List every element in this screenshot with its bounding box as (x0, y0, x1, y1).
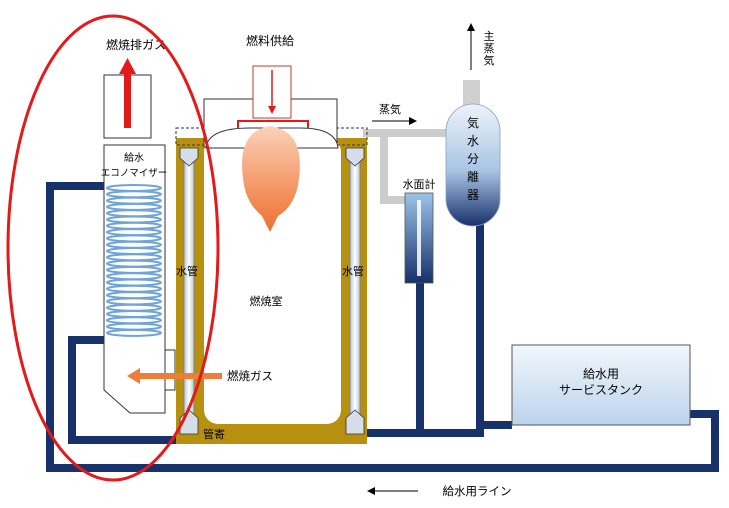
gas-inlet-duct (164, 349, 176, 391)
water-tube-right (349, 159, 361, 419)
feed-line-outer (46, 182, 719, 472)
svg-text:主蒸気: 主蒸気 (484, 30, 495, 67)
water-tube-right-label: 水管 (342, 264, 364, 278)
fuel-supply-label: 燃料供給 (246, 33, 294, 48)
exhaust-arrow (119, 58, 136, 128)
economizer-highlight-ellipse (6, 14, 220, 482)
header-label: 管寄 (203, 427, 225, 441)
separator-label-char: 水 (467, 134, 479, 148)
tank-label-line2: サービスタンク (559, 383, 643, 397)
tube-cap-right-top (345, 147, 365, 167)
separator-label-char: 離 (467, 170, 479, 184)
main-steam-label-char: 主 (484, 30, 495, 43)
steam-label: 蒸気 (379, 102, 401, 116)
main-steam-label: 主蒸気 (484, 30, 495, 67)
economizer-label-top: 給水 (124, 151, 144, 164)
combustion-gas-label: 燃焼ガス (227, 369, 273, 383)
steam-piping (363, 80, 480, 204)
main-steam-label-char: 蒸 (484, 42, 495, 55)
combustion-chamber-label: 燃焼室 (250, 294, 283, 308)
feed-line-label: 給水用ライン (443, 484, 512, 498)
water-level-gauge: 水面計 (403, 177, 436, 284)
water-gauge-label: 水面計 (403, 177, 436, 191)
separator-neck (463, 80, 480, 108)
feed-line-downcomer (366, 210, 484, 437)
combustion-gas-arrow (127, 368, 222, 384)
flame (242, 126, 300, 232)
header-right (345, 409, 365, 435)
water-tube-left (183, 159, 195, 419)
exhaust-gas-label: 燃焼排ガス (106, 37, 166, 52)
economizer: 給水 エコノマイザー (101, 74, 176, 414)
main-steam-label-char: 気 (484, 53, 495, 67)
economizer-label-bottom: エコノマイザー (101, 168, 168, 179)
separator-label-char: 気 (467, 115, 479, 130)
coil-loop (106, 328, 162, 337)
combustion-chamber-box (204, 138, 341, 424)
separator-label-char: 分 (467, 152, 479, 166)
water-tube-left-label: 水管 (176, 264, 198, 278)
boiler-body: 燃料供給 水管 水管 燃焼室 管寄 (175, 33, 368, 444)
feed-water-piping (46, 182, 719, 472)
burner-nozzle (237, 120, 309, 128)
steam-line-gauge (380, 133, 405, 204)
separator-label-char: 器 (467, 188, 479, 202)
tube-cap-left-top (179, 147, 199, 167)
feed-line-economizer-header (68, 336, 184, 444)
feed-water-service-tank: 給水用 サービスタンク (511, 344, 691, 426)
economizer-coils (106, 184, 162, 337)
tank-label-line1: 給水用 (583, 367, 619, 381)
